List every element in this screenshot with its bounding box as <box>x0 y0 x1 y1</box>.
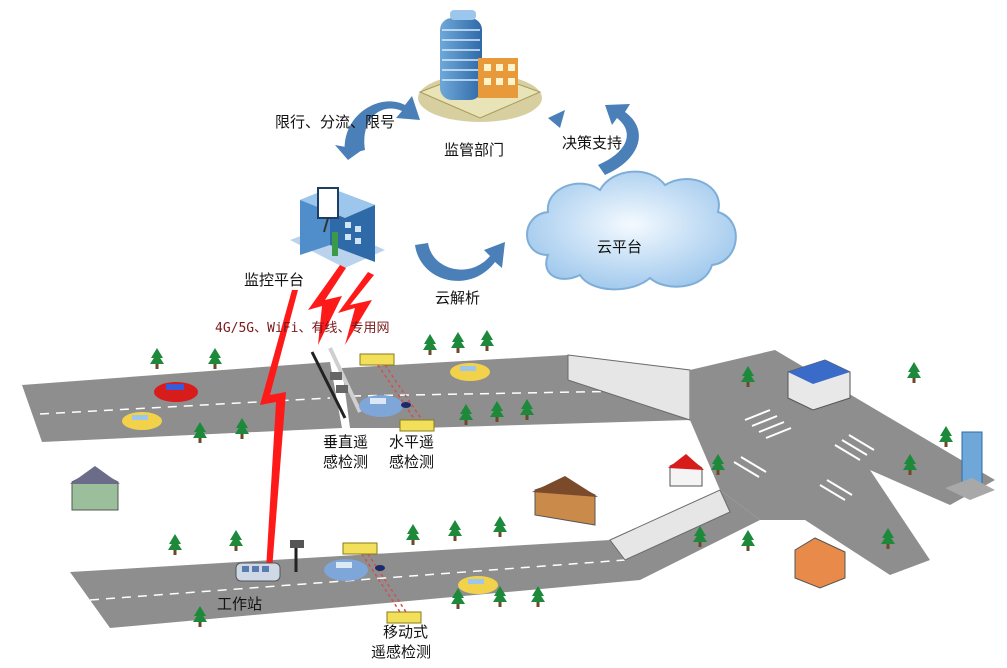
vertical-detect-label-2: 感检测 <box>323 453 369 471</box>
bus-icon <box>235 562 281 582</box>
mobile-detect-label-2: 遥感检测 <box>371 643 432 661</box>
house-icon <box>532 476 598 526</box>
tree-icon <box>451 588 465 609</box>
tree-icon <box>406 524 420 545</box>
monitor-platform-label: 监控平台 <box>244 271 305 289</box>
tree-icon <box>490 401 504 422</box>
houses <box>70 359 995 589</box>
taxi-icon <box>450 363 490 381</box>
tree-icon <box>193 422 207 443</box>
blue-car-icon <box>324 559 385 581</box>
tree-icon <box>480 330 494 351</box>
house-icon <box>668 454 704 487</box>
regulator-label: 监管部门 <box>444 141 505 159</box>
tree-icon <box>520 399 534 420</box>
tree-icon <box>881 528 895 549</box>
lower-road <box>70 489 760 628</box>
horizontal-detect-label-2: 感检测 <box>389 453 435 471</box>
decision-flow-label: 决策支持 <box>562 134 623 152</box>
tree-icon <box>493 586 507 607</box>
apartment-icon <box>794 537 846 589</box>
tree-icon <box>193 606 207 627</box>
trees <box>150 330 953 627</box>
network-label: 4G/5G、WiFi、有线、专用网 <box>215 321 390 336</box>
horizontal-detect-label-1: 水平遥 <box>389 433 435 451</box>
cloud-platform-label: 云平台 <box>597 238 643 256</box>
tree-icon <box>693 526 707 547</box>
mobile-detect-label-1: 移动式 <box>383 623 429 641</box>
tree-icon <box>939 426 953 447</box>
tree-icon <box>907 362 921 383</box>
regulator-building-icon <box>418 10 542 122</box>
monitoring-platform-building-icon <box>290 187 385 268</box>
shop-icon <box>787 359 851 411</box>
tree-icon <box>741 366 755 387</box>
restrict-flow-label: 限行、分流、限号 <box>275 113 396 131</box>
vertical-detect-label-1: 垂直遥 <box>323 433 369 451</box>
upper-road <box>22 354 691 442</box>
tree-icon <box>711 454 725 475</box>
taxi-icon <box>122 412 162 430</box>
tree-icon <box>448 520 462 541</box>
flow-arrow-icons <box>335 96 639 281</box>
house-icon <box>70 466 120 511</box>
blue-car-icon <box>359 395 411 417</box>
vertical-detector-icon <box>310 347 362 419</box>
tower-icon <box>945 431 995 500</box>
vehicles <box>122 363 498 594</box>
tree-icon <box>168 534 182 555</box>
cloud-icon <box>526 170 737 291</box>
tree-icon <box>493 516 507 537</box>
tree-icon <box>531 586 545 607</box>
intersection <box>690 350 995 575</box>
red-car-icon <box>154 382 198 402</box>
tree-icon <box>150 348 164 369</box>
mobile-detector-icon <box>290 540 422 624</box>
tree-icon <box>903 454 917 475</box>
wireless-signal-icons <box>260 265 374 570</box>
horizontal-detector-icon <box>359 353 435 432</box>
tree-icon <box>423 334 437 355</box>
cloud-parse-label: 云解析 <box>435 289 481 307</box>
tree-icon <box>235 418 249 439</box>
tree-icon <box>451 332 465 353</box>
tree-icon <box>459 404 473 425</box>
taxi-icon <box>458 576 498 594</box>
tree-icon <box>208 348 222 369</box>
workstation-label: 工作站 <box>217 595 263 613</box>
tree-icon <box>741 530 755 551</box>
tree-icon <box>229 530 243 551</box>
